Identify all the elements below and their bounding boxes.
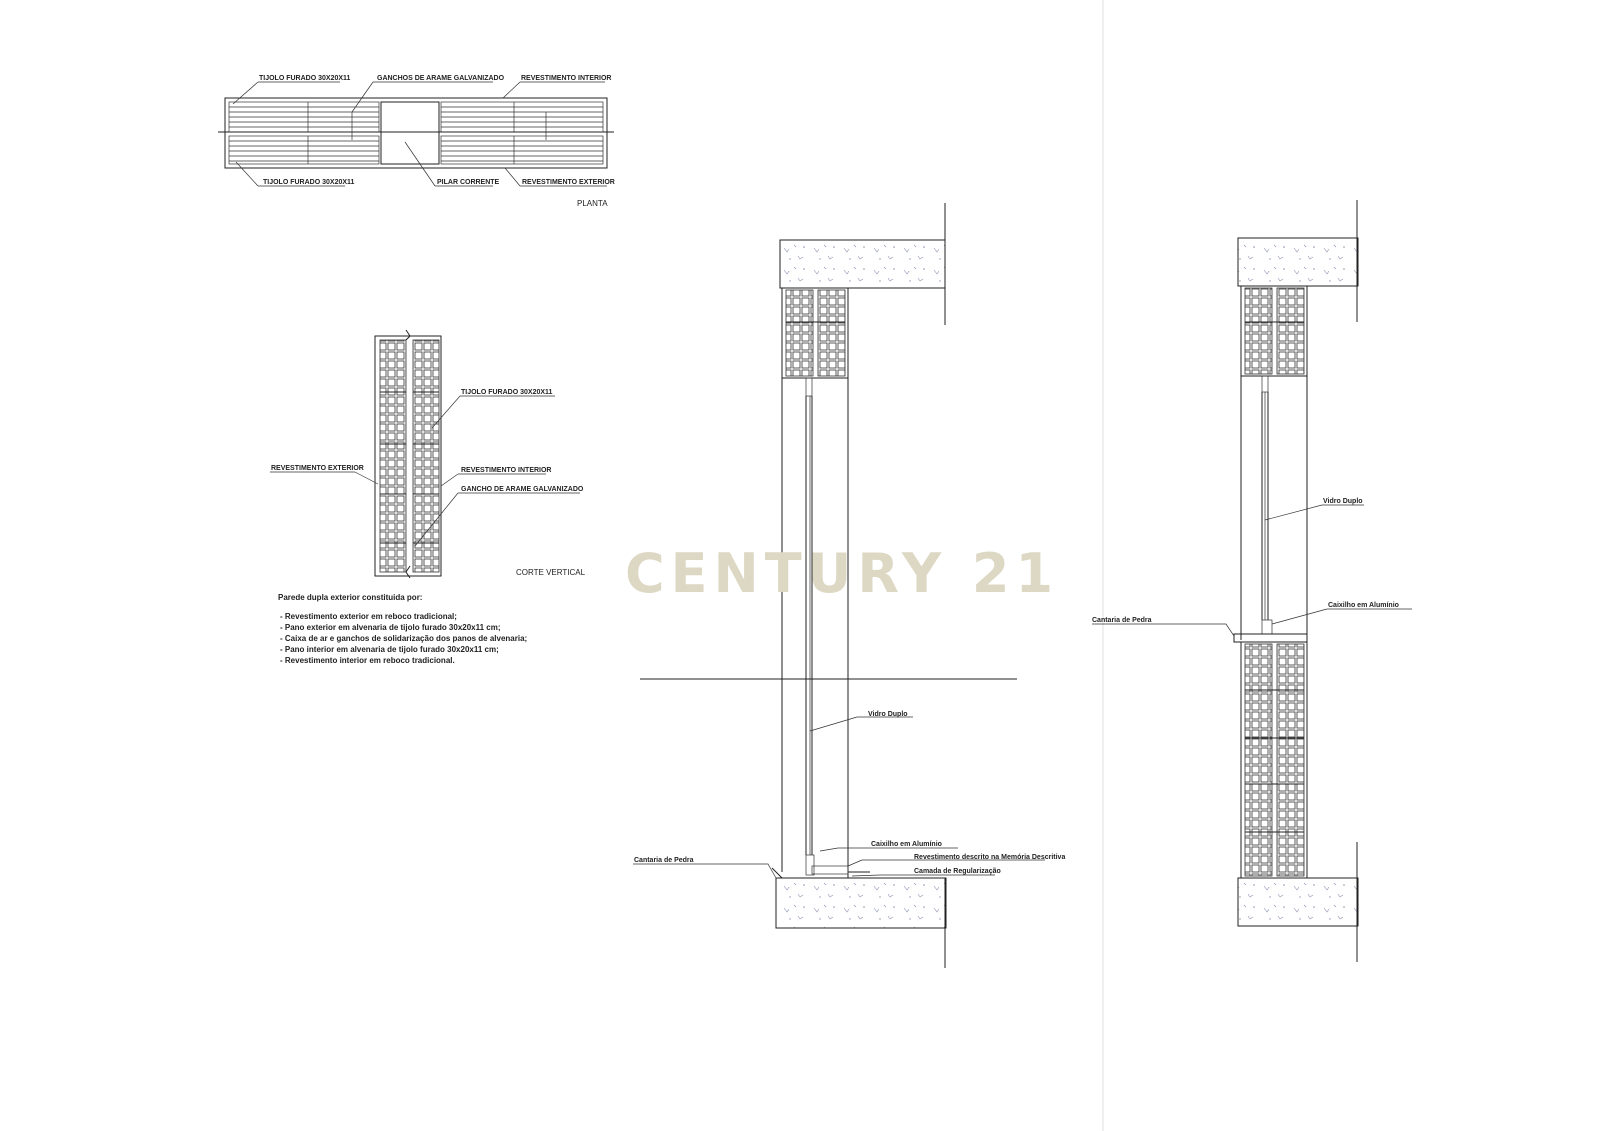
watermark-logo: CENTURY 21	[625, 542, 1059, 605]
label-section-rev-exterior: REVESTIMENTO EXTERIOR	[271, 465, 364, 472]
label-plan-ganchos: GANCHOS DE ARAME GALVANIZADO	[377, 75, 505, 82]
label-plan-rev-interior: REVESTIMENTO INTERIOR	[521, 75, 612, 82]
label-section-rev-interior: REVESTIMENTO INTERIOR	[461, 467, 552, 474]
vertical-section	[270, 329, 580, 579]
notes-item: - Revestimento interior em reboco tradic…	[280, 656, 455, 665]
label-section-gancho: GANCHO DE ARAME GALVANIZADO	[461, 486, 584, 493]
label-b-vidro: Vidro Duplo	[1323, 498, 1363, 505]
label-plan-tijolo-bottom: TIJOLO FURADO 30X20X11	[263, 179, 355, 186]
plan-brick-top	[228, 101, 604, 133]
label-b-caixilho: Caixilho em Alumínio	[1328, 602, 1399, 609]
window-section-b	[1092, 200, 1412, 962]
label-a-caixilho: Caixilho em Alumínio	[871, 841, 942, 848]
notes-item: - Revestimento exterior em reboco tradic…	[280, 612, 457, 621]
label-plan-pilar: PILAR CORRENTE	[437, 179, 500, 186]
notes-item: - Pano exterior em alvenaria de tijolo f…	[280, 623, 501, 632]
label-a-vidro: Vidro Duplo	[868, 711, 908, 718]
window-section-a	[633, 203, 1045, 968]
notes-heading: Parede dupla exterior constituida por:	[278, 593, 422, 602]
wall-notes: Parede dupla exterior constituida por: -…	[278, 593, 527, 665]
label-plan-tijolo-top: TIJOLO FURADO 30X20X11	[259, 75, 351, 82]
plan-pillar	[380, 101, 440, 165]
section-title: CORTE VERTICAL	[516, 568, 586, 577]
label-a-camada: Camada de Regularização	[914, 868, 1001, 875]
notes-item: - Caixa de ar e ganchos de solidarização…	[280, 634, 527, 643]
label-a-cantaria: Cantaria de Pedra	[634, 857, 694, 864]
plan-brick-bottom	[228, 135, 604, 165]
label-a-revestimento: Revestimento descrito na Memória Descrit…	[914, 854, 1065, 861]
label-b-cantaria: Cantaria de Pedra	[1092, 617, 1152, 624]
label-section-tijolo: TIJOLO FURADO 30X20X11	[461, 389, 553, 396]
plan-view	[218, 81, 614, 187]
notes-item: - Pano interior em alvenaria de tijolo f…	[280, 645, 499, 654]
plan-title: PLANTA	[577, 199, 608, 208]
label-plan-rev-exterior: REVESTIMENTO EXTERIOR	[522, 179, 615, 186]
